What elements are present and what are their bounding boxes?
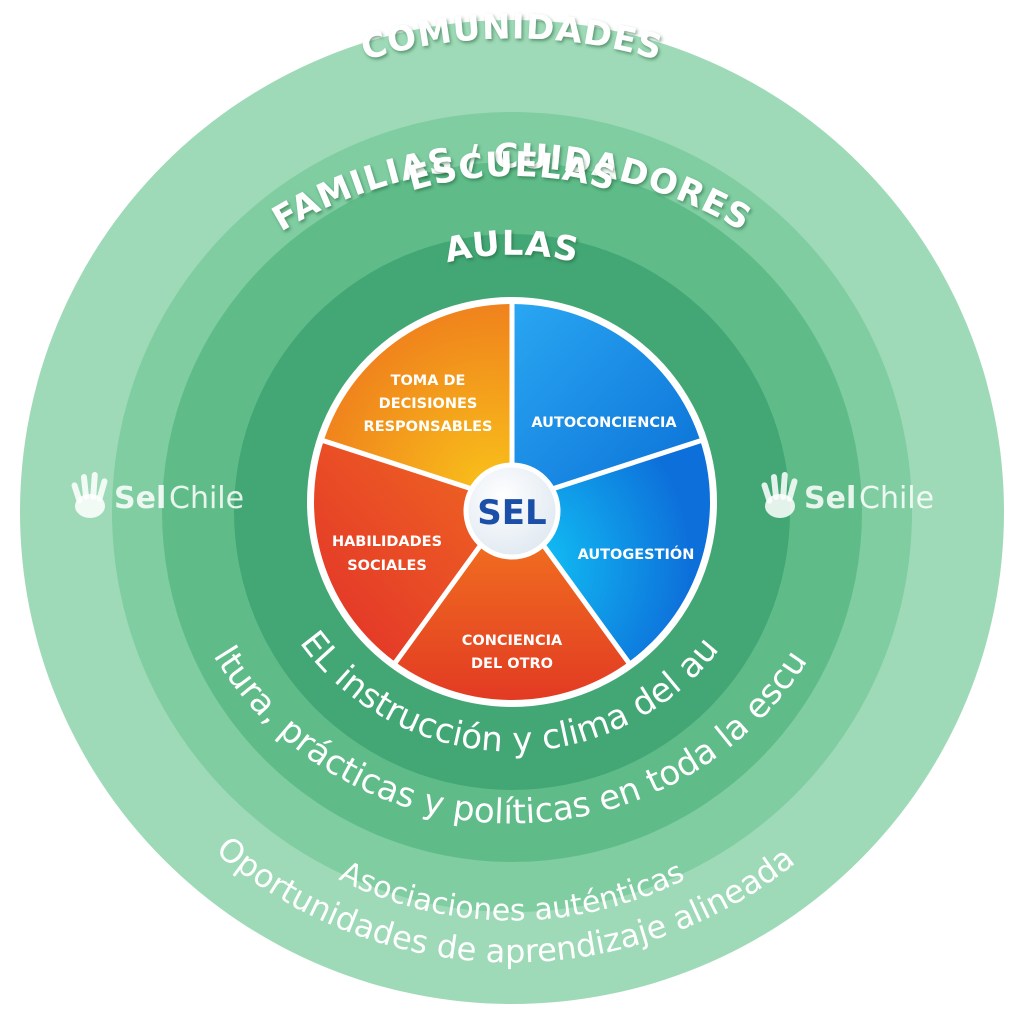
selchile-logo-right: Sel Chile <box>761 472 934 518</box>
segment-conciencia-del-otro <box>394 502 630 703</box>
segment-autoconciencia <box>512 302 703 502</box>
selchile-logo-left: Sel Chile <box>71 472 244 518</box>
label-habilidades-1: HABILIDADES <box>332 534 442 550</box>
segment-toma-de-decisiones <box>321 302 512 502</box>
ring-title-aulas: AULAS <box>441 224 582 271</box>
label-toma-3: RESPONSABLES <box>364 419 493 435</box>
center-hub <box>463 462 561 560</box>
hand-icon <box>71 472 108 518</box>
label-habilidades-2: SOCIALES <box>347 558 427 574</box>
center-label: SEL <box>477 493 546 533</box>
sel-wheel: AUTOCONCIENCIA AUTOGESTIÓN CONCIENCIA DE… <box>307 297 717 707</box>
label-conciencia-1: CONCIENCIA <box>462 633 563 649</box>
logo-chile-text: Chile <box>859 481 934 516</box>
label-toma-2: DECISIONES <box>379 396 478 412</box>
label-toma-1: TOMA DE <box>391 373 466 389</box>
segment-habilidades-sociales <box>312 440 512 664</box>
label-autoconciencia: AUTOCONCIENCIA <box>531 415 677 431</box>
logo-chile-text: Chile <box>169 481 244 516</box>
logo-sel-text: Sel <box>804 481 856 516</box>
hand-icon <box>761 472 798 518</box>
label-autogestion: AUTOGESTIÓN <box>578 545 695 563</box>
segment-autogestion <box>512 440 712 664</box>
logo-sel-text: Sel <box>114 481 166 516</box>
label-conciencia-2: DEL OTRO <box>471 656 553 672</box>
